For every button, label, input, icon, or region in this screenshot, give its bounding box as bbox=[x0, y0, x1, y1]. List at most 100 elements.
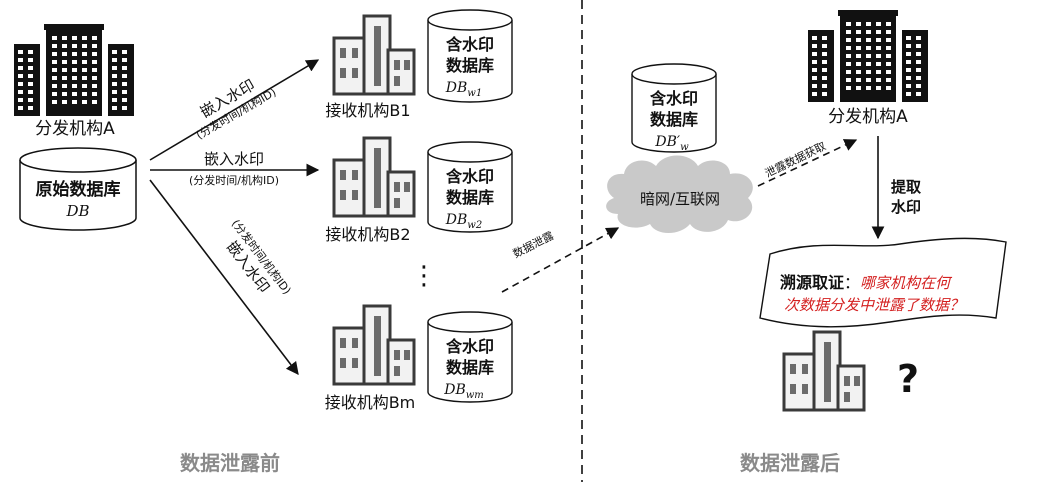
building-window bbox=[72, 92, 77, 96]
building-window bbox=[812, 76, 817, 80]
source-building-icon bbox=[14, 24, 134, 116]
building-window bbox=[866, 22, 871, 26]
receiver-b2-db-line1: 含水印 bbox=[446, 167, 494, 186]
building-window bbox=[856, 78, 861, 82]
building-window bbox=[52, 52, 57, 56]
building-window bbox=[112, 98, 117, 102]
building-window bbox=[122, 90, 127, 94]
building-window bbox=[856, 38, 861, 42]
trace-banner bbox=[759, 237, 1007, 328]
building-window bbox=[916, 52, 921, 56]
source-db-title: 原始数据库 bbox=[36, 179, 121, 200]
leaked-db-prime: ′ bbox=[677, 134, 681, 150]
receiver-b1-building-icon bbox=[332, 14, 416, 96]
building-window bbox=[906, 68, 911, 72]
leaked-db-code: DB bbox=[654, 134, 677, 150]
svg-text:DB′w: DB′w bbox=[654, 134, 689, 153]
building-window bbox=[28, 74, 33, 78]
building-window bbox=[916, 76, 921, 80]
building-window bbox=[876, 46, 881, 50]
building-window bbox=[122, 106, 127, 110]
building-window bbox=[92, 100, 97, 104]
building-window bbox=[846, 54, 851, 58]
building-window bbox=[122, 82, 127, 86]
building-window bbox=[876, 62, 881, 66]
building-window bbox=[856, 62, 861, 66]
building-window bbox=[916, 68, 921, 72]
building-window bbox=[846, 38, 851, 42]
building-window bbox=[92, 52, 97, 56]
building-window bbox=[846, 86, 851, 90]
receiver-b2-db-cylinder bbox=[427, 141, 513, 233]
receiver-b2-building-icon bbox=[332, 136, 416, 218]
building-window bbox=[122, 66, 127, 70]
building-window bbox=[52, 76, 57, 80]
leak-arrow-label: 数据泄露 bbox=[510, 228, 556, 260]
building-window bbox=[18, 58, 23, 62]
building-window bbox=[82, 76, 87, 80]
building-window bbox=[846, 62, 851, 66]
obtain-arrow-label: 泄露数据获取 bbox=[763, 139, 828, 181]
embed-sub-b2: (分发时间/机构ID) bbox=[189, 173, 279, 187]
building-window bbox=[886, 22, 891, 26]
building-window bbox=[812, 92, 817, 96]
building-window bbox=[856, 46, 861, 50]
receiver-b2-db-sub: w2 bbox=[467, 220, 482, 231]
building-window bbox=[866, 70, 871, 74]
building-window bbox=[122, 74, 127, 78]
building-window bbox=[82, 36, 87, 40]
extract-label-line1: 提取 bbox=[891, 178, 922, 196]
building-window bbox=[28, 106, 33, 110]
building-window bbox=[112, 74, 117, 78]
building-window bbox=[866, 30, 871, 34]
building-window bbox=[112, 66, 117, 70]
building-window bbox=[822, 60, 827, 64]
building-window bbox=[886, 78, 891, 82]
receiver-bm-db-code: DB bbox=[443, 382, 466, 398]
svg-text:DBw2: DBw2 bbox=[445, 212, 482, 231]
building-window bbox=[856, 86, 861, 90]
source-org-label: 分发机构A bbox=[35, 119, 115, 139]
building-window bbox=[812, 68, 817, 72]
building-window bbox=[876, 86, 881, 90]
trace-colon: ： bbox=[844, 273, 860, 292]
building-window bbox=[906, 44, 911, 48]
building-window bbox=[28, 66, 33, 70]
building-window bbox=[92, 92, 97, 96]
building-window bbox=[856, 22, 861, 26]
building-window bbox=[866, 86, 871, 90]
dest-building-icon bbox=[808, 10, 928, 102]
cloud-label: 暗网/互联网 bbox=[640, 190, 720, 208]
building-window bbox=[866, 46, 871, 50]
building-window bbox=[112, 58, 117, 62]
building-window bbox=[62, 84, 67, 88]
building-window bbox=[72, 68, 77, 72]
receiver-bm: 接收机构Bm 含水印 数据库 DBwm bbox=[325, 304, 513, 412]
building-window bbox=[906, 52, 911, 56]
building-window bbox=[62, 44, 67, 48]
building-window bbox=[82, 84, 87, 88]
building-window bbox=[52, 60, 57, 64]
building-window bbox=[846, 22, 851, 26]
building-window bbox=[822, 68, 827, 72]
building-window bbox=[822, 84, 827, 88]
building-window bbox=[18, 90, 23, 94]
building-window bbox=[822, 92, 827, 96]
building-window bbox=[82, 68, 87, 72]
leaked-db-line2: 数据库 bbox=[650, 110, 698, 129]
building-window bbox=[886, 54, 891, 58]
building-window bbox=[812, 52, 817, 56]
building-window bbox=[52, 36, 57, 40]
building-window bbox=[822, 52, 827, 56]
building-window bbox=[906, 76, 911, 80]
building-window bbox=[18, 98, 23, 102]
building-window bbox=[62, 60, 67, 64]
building-window bbox=[52, 44, 57, 48]
building-window bbox=[62, 52, 67, 56]
building-window bbox=[52, 68, 57, 72]
building-window bbox=[72, 84, 77, 88]
building-window bbox=[812, 44, 817, 48]
embed-arrow-bm bbox=[149, 179, 299, 376]
building-window bbox=[812, 36, 817, 40]
svg-text:DBwm: DBwm bbox=[443, 382, 484, 401]
